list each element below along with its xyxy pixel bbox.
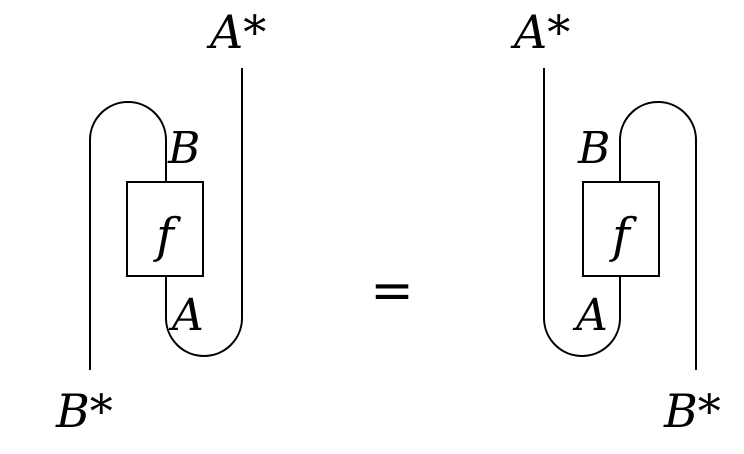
left-f-box	[126, 181, 204, 277]
left-b-star-strand	[89, 101, 167, 370]
left-bottom-label-b-star: B*	[55, 384, 113, 438]
right-a-star-strand	[543, 68, 621, 357]
right-upper-wire-label-b: B	[577, 123, 610, 174]
left-a-star-strand	[165, 68, 243, 357]
equals-sign: =	[370, 261, 414, 321]
right-top-label-a-star: A*	[510, 5, 570, 59]
left-lower-wire-label-a: A	[168, 290, 204, 341]
left-top-label-a-star: A*	[206, 5, 266, 59]
right-b-star-strand	[619, 101, 697, 370]
right-f-box	[582, 181, 660, 277]
right-bottom-label-b-star: B*	[663, 384, 721, 438]
right-lower-wire-label-a: A	[572, 290, 608, 341]
left-upper-wire-label-b: B	[167, 123, 200, 174]
left-diagram: f A* B* B A	[55, 5, 266, 438]
right-diagram: f A* B* B A	[510, 5, 721, 438]
